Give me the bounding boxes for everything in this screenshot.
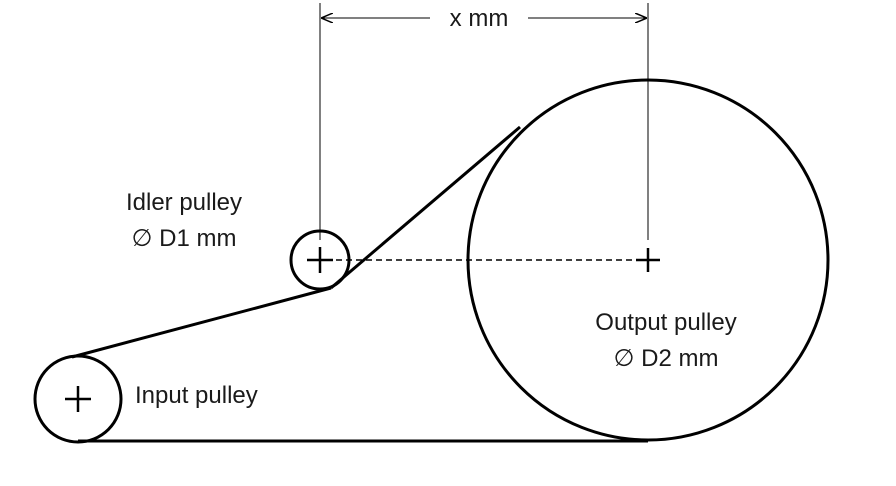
output-name-label: Output pulley xyxy=(595,309,736,336)
belt-idler-to-output xyxy=(330,125,521,290)
idler-centre-cross xyxy=(307,247,333,273)
dimension-label: x mm xyxy=(450,5,509,32)
belt-input-to-idler xyxy=(71,286,332,359)
output-centre-cross xyxy=(636,248,660,272)
output-diameter-label: ∅ D2 mm xyxy=(614,345,719,372)
idler-pulley xyxy=(289,229,351,291)
input-centre-cross xyxy=(65,386,91,412)
idler-name-label: Idler pulley xyxy=(126,189,242,216)
input-name-label: Input pulley xyxy=(135,382,258,409)
idler-diameter-label: ∅ D1 mm xyxy=(132,225,237,252)
output-pulley xyxy=(466,78,830,442)
input-pulley xyxy=(33,354,123,444)
